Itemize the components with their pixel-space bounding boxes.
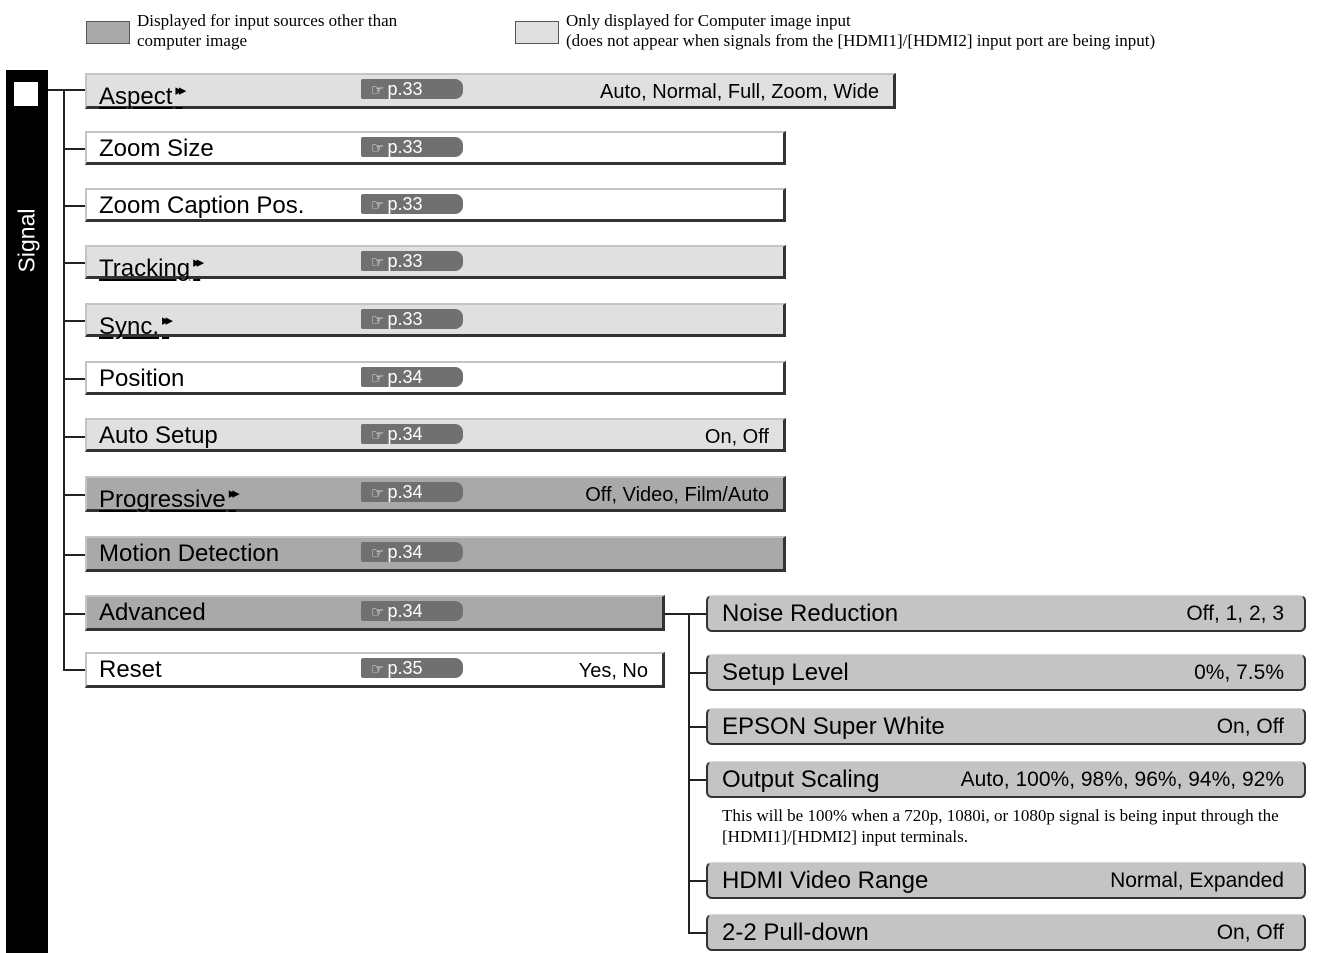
submenu-item-setup-level[interactable]: Setup Level 0%, 7.5% [706, 654, 1306, 691]
menu-indicator-square [14, 82, 38, 106]
tree-branch [63, 378, 85, 380]
hand-pointer-icon: ☞ [371, 661, 385, 678]
hand-pointer-icon: ☞ [371, 545, 385, 562]
menu-item-label: Zoom Size [99, 135, 214, 162]
submenu-item-2-2-pull-down[interactable]: 2-2 Pull-down On, Off [706, 914, 1306, 951]
menu-item-auto-setup[interactable]: Auto Setup ☞p.34 On, Off [85, 418, 786, 452]
submenu-item-label: Noise Reduction [722, 600, 899, 627]
submenu-item-label: Output Scaling [722, 766, 880, 793]
sub-tree-branch [688, 726, 708, 728]
hand-pointer-icon: ☞ [371, 604, 385, 621]
sub-tree-branch [688, 880, 708, 882]
hand-pointer-icon: ☞ [371, 370, 385, 387]
sub-tree-branch [688, 779, 708, 781]
menu-item-position[interactable]: Position ☞p.34 [85, 361, 786, 395]
tree-branch [63, 554, 85, 556]
menu-item-options: Off, Video, Film/Auto [585, 484, 769, 506]
page-ref-badge[interactable]: ☞p.33 [361, 79, 463, 99]
submenu-item-options: Auto, 100%, 98%, 96%, 94%, 92% [960, 768, 1284, 791]
sub-tree-connector [665, 613, 709, 615]
menu-item-label: Progressive▸▸ [99, 485, 240, 513]
menu-item-label: Aspect▸▸ [99, 82, 186, 110]
hand-pointer-icon: ☞ [371, 312, 385, 329]
hand-pointer-icon: ☞ [371, 254, 385, 271]
tree-branch [63, 205, 85, 207]
menu-item-motion-detection[interactable]: Motion Detection ☞p.34 [85, 536, 786, 572]
submenu-item-label: 2-2 Pull-down [722, 919, 869, 946]
menu-item-tracking[interactable]: Tracking▸▸ ☞p.33 [85, 245, 786, 282]
tree-branch [63, 148, 85, 150]
menu-item-label: Motion Detection [99, 540, 280, 567]
menu-item-aspect[interactable]: Aspect▸▸ ☞p.33 Auto, Normal, Full, Zoom,… [85, 73, 896, 110]
menu-item-zoom-caption-pos[interactable]: Zoom Caption Pos. ☞p.33 [85, 188, 786, 222]
submenu-item-label: Setup Level [722, 659, 849, 686]
hand-pointer-icon: ☞ [371, 197, 385, 214]
glossary-mark-icon: ▸▸ [193, 254, 204, 271]
page-ref-badge[interactable]: ☞p.33 [361, 251, 463, 271]
hand-pointer-icon: ☞ [371, 427, 385, 444]
hand-pointer-icon: ☞ [371, 485, 385, 502]
menu-item-label: Tracking▸▸ [99, 254, 204, 282]
output-scaling-note: This will be 100% when a 720p, 1080i, or… [722, 806, 1279, 846]
sub-tree-branch [688, 672, 708, 674]
tree-trunk [63, 89, 65, 671]
menu-item-label: Zoom Caption Pos. [99, 192, 305, 219]
page-ref-badge[interactable]: ☞p.33 [361, 194, 463, 214]
submenu-item-options: 0%, 7.5% [1194, 661, 1284, 684]
submenu-item-options: Off, 1, 2, 3 [1186, 602, 1284, 625]
page-ref-badge[interactable]: ☞p.34 [361, 424, 463, 444]
legend-label-light: Only displayed for Computer image input(… [566, 11, 1156, 50]
menu-item-label: Auto Setup [99, 422, 218, 449]
hand-pointer-icon: ☞ [371, 82, 385, 99]
menu-item-label: Sync.▸▸ [99, 312, 173, 340]
tree-branch [63, 320, 85, 322]
submenu-item-options: Normal, Expanded [1110, 869, 1284, 892]
legend-swatch-light [515, 21, 559, 44]
menu-item-options: Yes, No [578, 660, 648, 682]
menu-item-reset[interactable]: Reset ☞p.35 Yes, No [85, 652, 665, 688]
tree-branch [63, 262, 85, 264]
legend-swatch-dark [86, 21, 130, 44]
submenu-item-output-scaling[interactable]: Output Scaling Auto, 100%, 98%, 96%, 94%… [706, 761, 1306, 798]
menu-title: Signal [13, 208, 40, 272]
glossary-mark-icon: ▸▸ [162, 312, 173, 329]
menu-item-label: Advanced [99, 599, 206, 626]
tree-branch [63, 89, 85, 91]
submenu-item-options: On, Off [1216, 715, 1284, 738]
tree-branch [63, 494, 85, 496]
submenu-item-label: EPSON Super White [722, 713, 945, 740]
menu-item-options: On, Off [704, 426, 769, 448]
submenu-item-hdmi-video-range[interactable]: HDMI Video Range Normal, Expanded [706, 862, 1306, 899]
tree-connector [48, 89, 64, 91]
menu-item-options: Auto, Normal, Full, Zoom, Wide [600, 81, 879, 103]
page-ref-badge[interactable]: ☞p.34 [361, 482, 463, 502]
menu-item-sync[interactable]: Sync.▸▸ ☞p.33 [85, 303, 786, 340]
submenu-item-label: HDMI Video Range [722, 867, 929, 894]
page-ref-badge[interactable]: ☞p.33 [361, 137, 463, 157]
page-ref-badge[interactable]: ☞p.35 [361, 658, 463, 678]
sub-tree-branch [688, 932, 708, 934]
menu-item-progressive[interactable]: Progressive▸▸ ☞p.34 Off, Video, Film/Aut… [85, 476, 786, 513]
submenu-item-options: On, Off [1216, 921, 1284, 944]
page-ref-badge[interactable]: ☞p.34 [361, 542, 463, 562]
tree-branch [63, 669, 85, 671]
menu-side-bar: Signal [6, 70, 48, 953]
page-ref-badge[interactable]: ☞p.34 [361, 367, 463, 387]
sub-tree-trunk [688, 613, 690, 934]
tree-branch [63, 613, 85, 615]
tree-branch [63, 436, 85, 438]
page-ref-badge[interactable]: ☞p.33 [361, 309, 463, 329]
glossary-mark-icon: ▸▸ [228, 485, 240, 502]
hand-pointer-icon: ☞ [371, 140, 385, 157]
submenu-item-epson-super-white[interactable]: EPSON Super White On, Off [706, 708, 1306, 745]
menu-item-label: Reset [99, 656, 162, 683]
menu-item-advanced[interactable]: Advanced ☞p.34 [85, 595, 665, 631]
menu-item-zoom-size[interactable]: Zoom Size ☞p.33 [85, 131, 786, 165]
submenu-item-noise-reduction[interactable]: Noise Reduction Off, 1, 2, 3 [706, 595, 1306, 632]
menu-item-label: Position [99, 365, 185, 392]
page-ref-badge[interactable]: ☞p.34 [361, 601, 463, 621]
glossary-mark-icon: ▸▸ [175, 82, 186, 99]
